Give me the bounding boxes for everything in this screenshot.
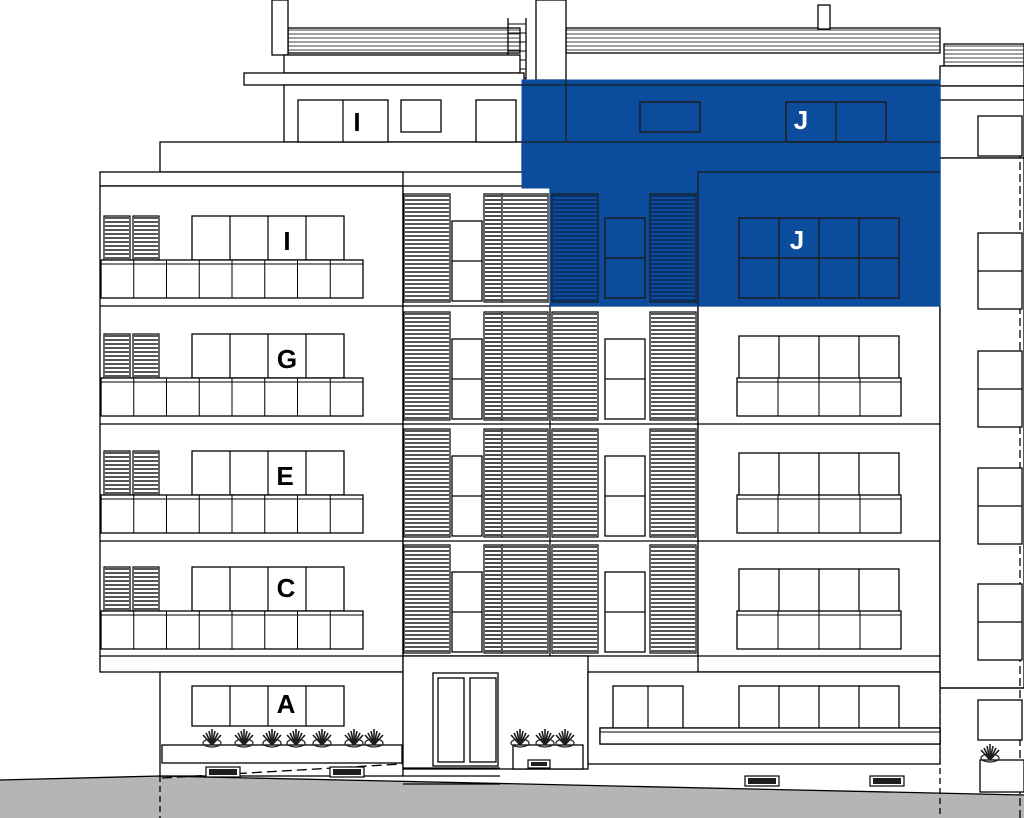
unit-label-j-upper: J [794, 105, 808, 135]
neighbour-window [977, 699, 1023, 741]
unit-label-a: A [277, 689, 296, 719]
unit-label-j-lower: J [790, 225, 804, 255]
plant [980, 744, 1000, 763]
ground-terrace-railing [599, 727, 941, 745]
plant [555, 729, 575, 748]
plant [364, 729, 384, 748]
unit-label-i-lower: I [283, 226, 290, 256]
j-window [639, 101, 701, 133]
basement-vents [205, 759, 905, 787]
upper-window [400, 99, 442, 133]
plant [202, 729, 222, 748]
ground [0, 776, 1024, 818]
plant [535, 729, 555, 748]
unit-label-i-upper: I [353, 107, 360, 137]
plant [344, 729, 364, 748]
j-shutter [649, 193, 697, 303]
unit-j-details [522, 80, 940, 306]
j-shutter [551, 193, 599, 303]
unit-label-c: C [277, 573, 296, 603]
plant [312, 729, 332, 748]
unit-label-e: E [276, 461, 293, 491]
plant [234, 729, 254, 748]
upper-window [475, 99, 517, 143]
plant [510, 729, 530, 748]
unit-label-g: G [277, 344, 297, 374]
plants [202, 729, 1000, 763]
plant [262, 729, 282, 748]
neighbour-window [977, 115, 1023, 157]
plant [286, 729, 306, 748]
